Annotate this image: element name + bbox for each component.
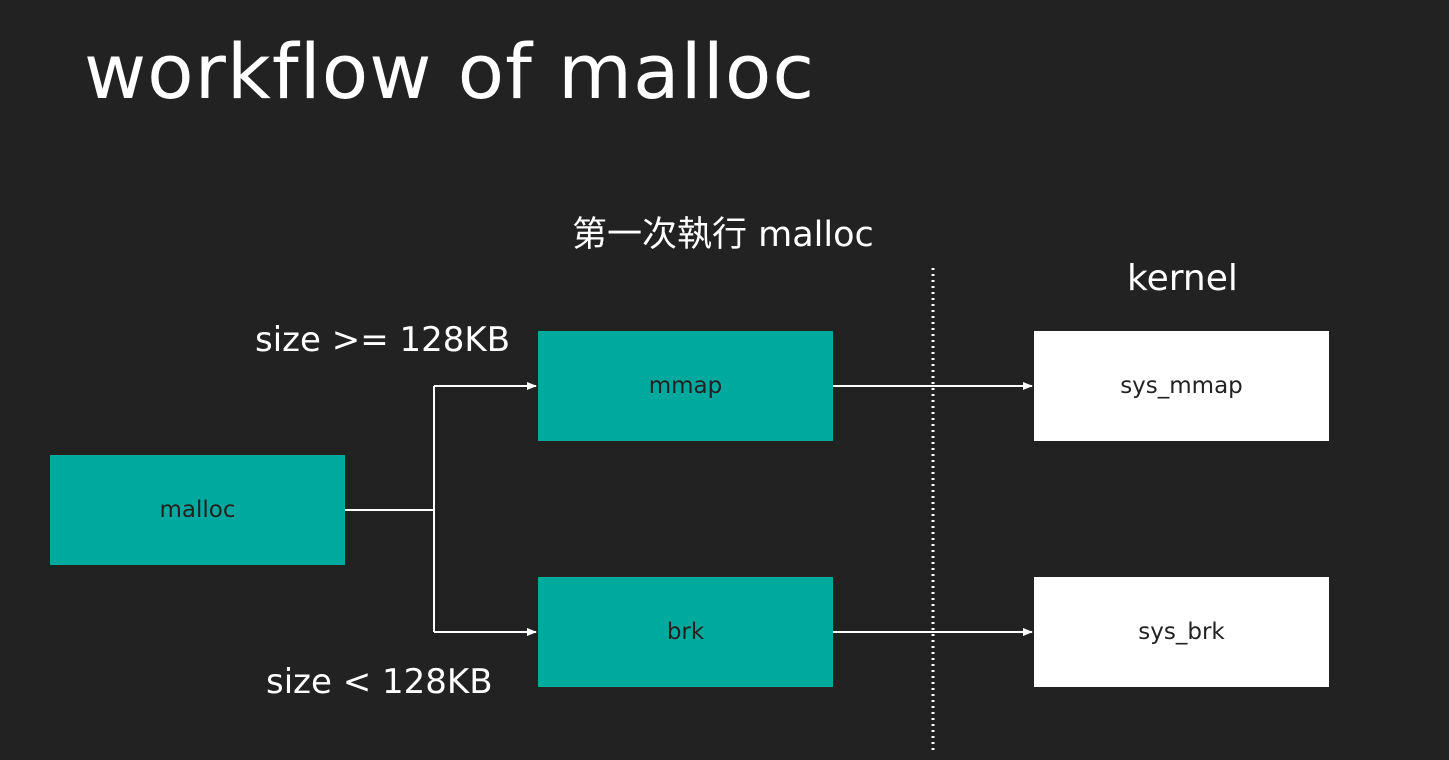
node-malloc: malloc (50, 455, 345, 565)
node-sys-brk-label: sys_brk (1138, 619, 1225, 645)
node-brk: brk (538, 577, 833, 687)
diagram-subtitle: 第一次執行 malloc (572, 215, 874, 255)
node-malloc-label: malloc (159, 497, 236, 523)
slide-title: workflow of malloc (84, 27, 816, 116)
condition-large-label: size >= 128KB (255, 320, 511, 360)
node-mmap: mmap (538, 331, 833, 441)
node-sys-mmap: sys_mmap (1034, 331, 1329, 441)
kernel-label: kernel (1127, 258, 1238, 299)
node-brk-label: brk (666, 619, 705, 645)
node-sys-mmap-label: sys_mmap (1120, 373, 1243, 399)
node-mmap-label: mmap (648, 373, 723, 399)
condition-small-label: size < 128KB (266, 662, 493, 702)
node-sys-brk: sys_brk (1034, 577, 1329, 687)
